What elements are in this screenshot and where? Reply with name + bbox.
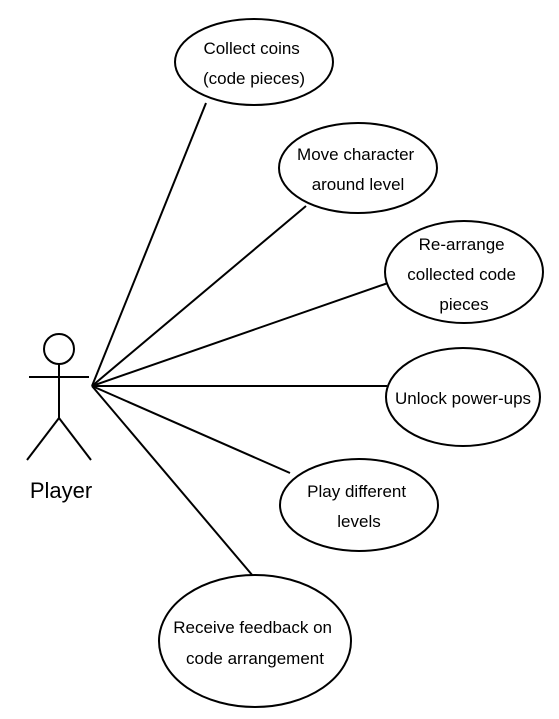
use-case-label-line: Move character bbox=[297, 145, 414, 164]
use-case-ellipse bbox=[384, 220, 544, 324]
use-case-receive-feedback: Receive feedback on code arrangement bbox=[158, 574, 352, 708]
actor-left-leg bbox=[26, 417, 60, 461]
use-case-label-line: code arrangement bbox=[186, 649, 324, 668]
use-case-ellipse bbox=[174, 18, 334, 106]
use-case-ellipse bbox=[385, 347, 541, 447]
actor-head bbox=[43, 333, 75, 365]
use-case-rearrange-pieces: Re-arrange collected code pieces bbox=[384, 220, 544, 324]
use-case-label-line: collected code bbox=[407, 265, 516, 284]
use-case-label: Collect coins (code pieces) bbox=[203, 39, 305, 88]
association-play-levels bbox=[91, 385, 291, 474]
use-case-collect-coins: Collect coins (code pieces) bbox=[174, 18, 334, 106]
use-case-label-line: Unlock power-ups bbox=[395, 389, 531, 408]
use-case-label-line: pieces bbox=[439, 295, 488, 314]
use-case-label-line: (code pieces) bbox=[203, 69, 305, 88]
association-rearrange-pieces bbox=[91, 282, 389, 387]
use-case-move-character: Move character around level bbox=[278, 122, 438, 214]
use-case-ellipse bbox=[158, 574, 352, 708]
use-case-label-line: levels bbox=[337, 512, 380, 531]
use-case-label: Re-arrange collected code pieces bbox=[407, 235, 520, 314]
associations bbox=[91, 102, 389, 577]
use-case-label: Unlock power-ups bbox=[395, 389, 531, 408]
association-collect-coins bbox=[91, 102, 207, 387]
use-case-label-line: Collect coins bbox=[203, 39, 299, 58]
use-case-unlock-powerups: Unlock power-ups bbox=[385, 347, 541, 447]
use-case-label-line: Re-arrange bbox=[419, 235, 505, 254]
use-case-label-line: Receive feedback on bbox=[173, 618, 332, 637]
use-case-label: Play different levels bbox=[307, 482, 411, 531]
actor-label: Player bbox=[30, 478, 92, 503]
use-case-play-levels: Play different levels bbox=[279, 458, 439, 552]
association-receive-feedback bbox=[91, 385, 254, 577]
association-move-character bbox=[91, 205, 307, 387]
use-case-label-line: around level bbox=[312, 175, 405, 194]
use-case-ellipse bbox=[278, 122, 438, 214]
use-case-label: Move character around level bbox=[297, 145, 419, 194]
use-case-label-line: Play different bbox=[307, 482, 406, 501]
use-case-ellipse bbox=[279, 458, 439, 552]
use-case-label: Receive feedback on code arrangement bbox=[173, 618, 337, 668]
actor-right-leg bbox=[58, 417, 92, 461]
actor-player: Player bbox=[26, 333, 92, 503]
